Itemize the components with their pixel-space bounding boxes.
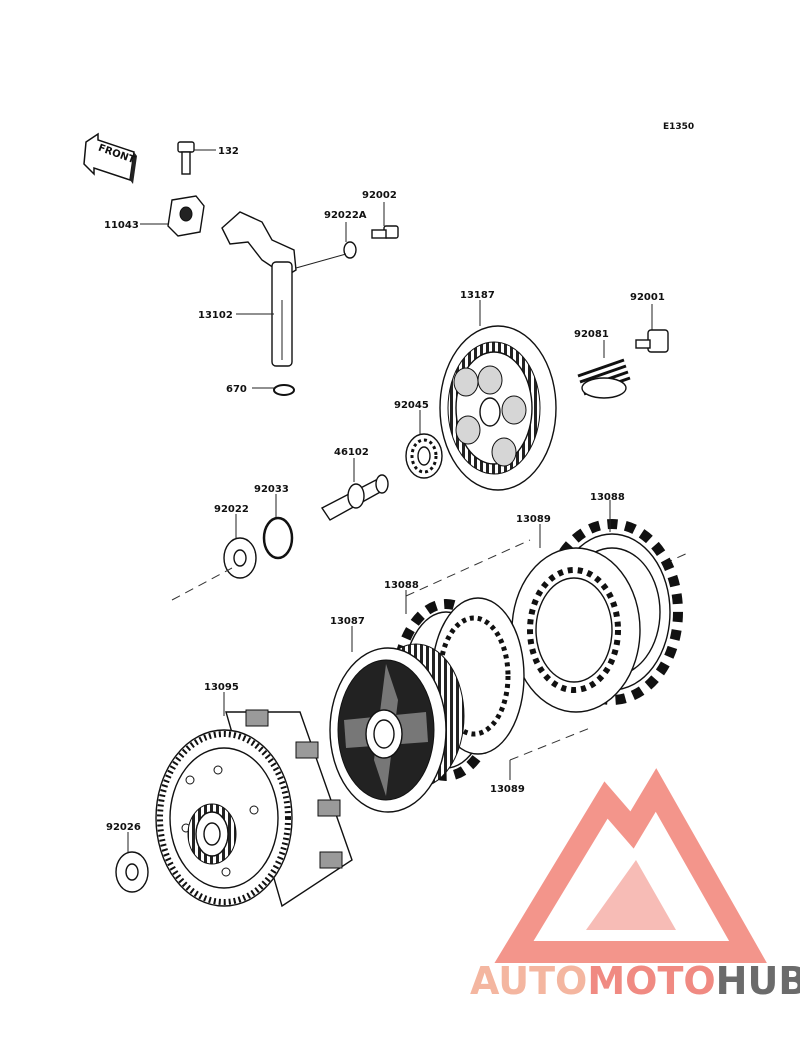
watermark-text: AUTOMOTOHUB [470, 959, 800, 1003]
part-label-13088-mid: 13088 [384, 580, 419, 591]
part-label-13088-top: 13088 [590, 492, 625, 503]
bolt-92001: 92001 [630, 292, 669, 353]
automotohub-logo-icon [494, 768, 767, 963]
washer-92022A: 92022A [324, 210, 367, 259]
clutch-housing-13095: 13095 [155, 682, 353, 908]
part-label-92026: 92026 [106, 822, 141, 833]
part-label-92081: 92081 [574, 329, 609, 340]
part-label-92002: 92002 [362, 190, 397, 201]
washer-92026: 92026 [106, 822, 149, 893]
part-label-13102: 13102 [198, 310, 233, 321]
watermark-moto: MOTO [587, 959, 715, 1003]
part-label-670: 670 [226, 384, 247, 395]
watermark-hub: HUB [716, 959, 800, 1003]
part-label-13187: 13187 [460, 290, 495, 301]
part-label-11043: 11043 [104, 220, 139, 231]
part-label-13087: 13087 [330, 616, 365, 627]
part-label-92045: 92045 [394, 400, 429, 411]
part-label-132: 132 [218, 146, 239, 157]
washer-92022: 92022 [214, 504, 257, 579]
steel-plate-13089-top: 13089 [511, 514, 641, 713]
bolt-132: 132 [177, 141, 239, 175]
pushrod-46102: 46102 [320, 447, 389, 521]
clutch-hub-13087: 13087 [329, 616, 465, 813]
part-label-13089-top: 13089 [516, 514, 551, 525]
pressure-plate-13187: 13187 [439, 290, 557, 491]
front-arrow-icon: FRONT [83, 132, 137, 184]
o-ring-670: 670 [226, 384, 295, 396]
circlip-92033: 92033 [254, 484, 294, 560]
spring-92081: 92081 [574, 329, 631, 399]
part-label-92022: 92022 [214, 504, 249, 515]
diagram-code: E1350 [663, 122, 694, 132]
part-label-92001: 92001 [630, 292, 665, 303]
part-label-13095: 13095 [204, 682, 239, 693]
watermark-auto: AUTO [470, 959, 587, 1003]
part-label-46102: 46102 [334, 447, 369, 458]
lever-shaft-13102: 13102 [198, 211, 347, 367]
bracket-11043: 11043 [104, 195, 205, 237]
part-label-92033: 92033 [254, 484, 289, 495]
bearing-92045: 92045 [394, 400, 443, 479]
bolt-92002: 92002 [362, 190, 399, 239]
part-label-13089-bottom: 13089 [490, 784, 525, 795]
part-label-92022A: 92022A [324, 210, 367, 221]
